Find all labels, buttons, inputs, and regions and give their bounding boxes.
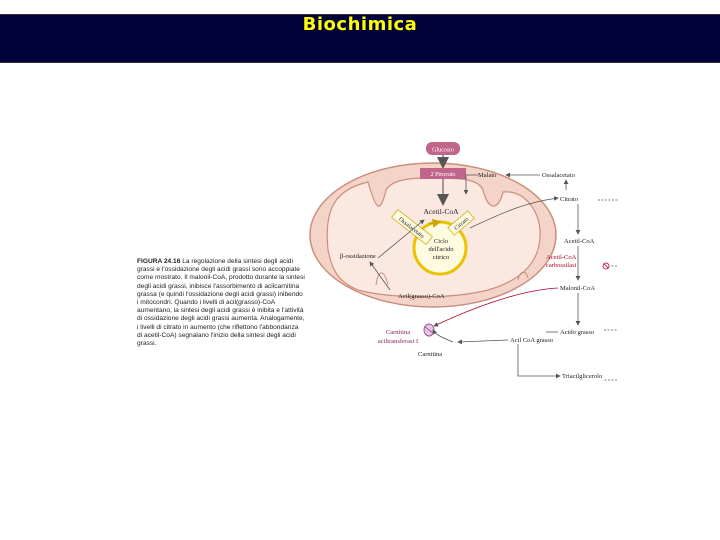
ciclo-line-2: dell'acido [429,246,454,253]
carnitina-enzyme-2: aciltransferasi I [378,338,418,345]
carnitina: Carnitina [418,351,442,358]
carbossilasi-2: carbossilasi [546,262,577,269]
page-title: Biochimica [302,14,418,35]
title-bar [0,14,720,63]
acil-coa-mito: Acil(grasso)-CoA [398,293,445,300]
caption-text: La regolazione della sintesi degli acidi… [137,258,305,348]
piruvato-box [420,168,466,179]
carbossilasi-1: Acetil-CoA [546,254,577,261]
acil-coa-grasso: Acil CoA grasso [510,337,553,344]
malato: Malato [478,172,496,179]
carnitina-enzyme-1: Carnitina [386,329,410,336]
malonil-coa: Malonil-CoA [560,285,595,292]
piruvato-label: 2 Piruvato [431,172,456,178]
ciclo-line-1: Ciclo [434,238,448,245]
ciclo-line-3: citrico [433,254,450,261]
fatty-acid-regulation-diagram: Glucosio 2 Piruvato Acetil-CoA Ciclo del… [309,142,618,381]
beta-ossidazione: β-ossidazione [340,253,376,260]
caption-label: FIGURA 24.16 [137,258,181,265]
acido-grasso: Acido grasso [560,329,594,336]
figure-caption: FIGURA 24.16 La regolazione della sintes… [137,258,305,348]
acetil-coa-mito: Acetil-CoA [424,207,460,216]
glucosio-box [426,142,460,155]
ossalacetato-cyto: Ossalacetato [542,172,575,179]
acetil-coa-cyto: Acetil-CoA [564,238,595,245]
triacilglicerolo: Triacilglicerolo [562,373,602,380]
glucosio-label: Glucosio [432,148,454,154]
citrato-cyto: Citrato [560,196,578,203]
